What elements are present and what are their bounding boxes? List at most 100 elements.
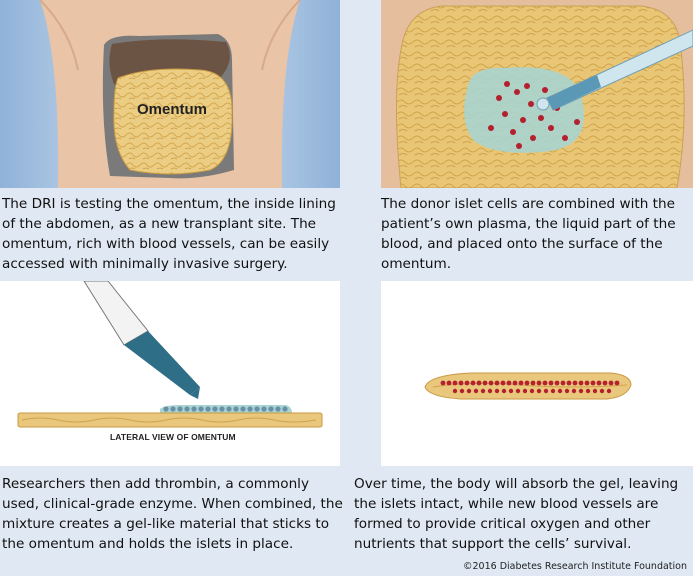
islet-cell-dot [562, 135, 568, 141]
islet-cell-dot [163, 406, 169, 412]
caption-line: The DRI is testing the omentum, the insi… [2, 196, 336, 212]
islet-cell-dot [548, 380, 554, 386]
islet-cell-dot [494, 388, 500, 394]
islet-cell-dot [557, 388, 563, 394]
islet-cell-dot [458, 380, 464, 386]
islet-cell-dot [548, 125, 554, 131]
caption-line: omentum. [381, 256, 452, 272]
islet-cell-dot [585, 388, 591, 394]
islet-cell-dot [282, 406, 288, 412]
islet-cell-dot [446, 380, 452, 386]
islet-cell-dot [516, 143, 522, 149]
islet-cell-dot [496, 95, 502, 101]
panel-absorbed-gel-illustration [381, 281, 693, 466]
caption-panel-1: The DRI is testing the omentum, the insi… [2, 194, 336, 274]
lateral-view-label: LATERAL VIEW OF OMENTUM [110, 432, 236, 442]
caption-line: omentum, rich with blood vessels, can be… [2, 236, 330, 252]
islet-cell-dot [584, 380, 590, 386]
islet-cell-dot [452, 388, 458, 394]
caption-line: formed to provide critical oxygen and ot… [354, 516, 651, 532]
islet-cell-dot [219, 406, 225, 412]
islet-cell-dot [602, 380, 608, 386]
islet-cell-dot [473, 388, 479, 394]
islet-cell-dot [512, 380, 518, 386]
islet-cell-dot [464, 380, 470, 386]
islet-cell-dot [524, 380, 530, 386]
caption-line: Over time, the body will absorb the gel,… [354, 476, 679, 492]
islet-cell-dot [554, 380, 560, 386]
caption-panel-4: Over time, the body will absorb the gel,… [354, 474, 678, 554]
islet-cell-dot [177, 406, 183, 412]
islet-cell-dot [590, 380, 596, 386]
islet-cell-dot [524, 83, 530, 89]
islet-cell-dot [488, 125, 494, 131]
islet-cell-dot [510, 129, 516, 135]
islet-cell-dot [528, 101, 534, 107]
islet-cell-dot [233, 406, 239, 412]
caption-line: Researchers then add thrombin, a commonl… [2, 476, 310, 492]
islet-cell-dot [522, 388, 528, 394]
islet-cell-dot [205, 406, 211, 412]
islet-cell-dot [487, 388, 493, 394]
islet-cell-dot [596, 380, 602, 386]
islet-cell-dot [508, 388, 514, 394]
islet-cell-dot [606, 388, 612, 394]
islet-cell-dot [514, 89, 520, 95]
islet-cell-dot [578, 380, 584, 386]
islet-cell-dot [470, 380, 476, 386]
caption-line: nutrients that support the cells’ surviv… [354, 536, 632, 552]
islet-cell-dot [452, 380, 458, 386]
islet-cell-dot [560, 380, 566, 386]
thrombin-pipette-icon [83, 281, 200, 399]
islet-cell-dot [184, 406, 190, 412]
islet-cell-dot [482, 380, 488, 386]
islet-cell-dot [599, 388, 605, 394]
caption-line: of the abdomen, as a new transplant site… [2, 216, 317, 232]
caption-line: mixture creates a gel-like material that… [2, 516, 330, 532]
panel-islet-placement-illustration [381, 0, 693, 188]
islet-cell-dot [459, 388, 465, 394]
caption-line: blood, and placed onto the surface of th… [381, 236, 663, 252]
islet-cell-dot [494, 380, 500, 386]
islet-cell-dot [170, 406, 176, 412]
copyright-notice: ©2016 Diabetes Research Institute Founda… [463, 561, 687, 572]
panel-lateral-view-illustration [0, 281, 340, 466]
islet-cell-dot [440, 380, 446, 386]
islet-cells [163, 406, 288, 412]
islet-cell-dot [564, 388, 570, 394]
caption-line: accessed with minimally invasive surgery… [2, 256, 288, 272]
caption-line: patient’s own plasma, the liquid part of… [381, 216, 676, 232]
islet-cell-dot [261, 406, 267, 412]
islet-cell-dot [518, 380, 524, 386]
islet-cell-dot [529, 388, 535, 394]
islet-cell-dot [608, 380, 614, 386]
islet-cell-dot [212, 406, 218, 412]
islet-cell-dot [515, 388, 521, 394]
caption-line: used, clinical-grade enzyme. When combin… [2, 496, 343, 512]
islet-cell-dot [542, 380, 548, 386]
islet-cell-dot [536, 380, 542, 386]
omentum-label: Omentum [137, 101, 208, 118]
islet-cell-dot [268, 406, 274, 412]
islet-cell-dot [476, 380, 482, 386]
caption-line: The donor islet cells are combined with … [381, 196, 675, 212]
caption-panel-3: Researchers then add thrombin, a commonl… [2, 474, 343, 554]
islet-cell-dot [538, 115, 544, 121]
islet-cell-dot [574, 119, 580, 125]
islet-cell-dot [504, 81, 510, 87]
islet-cell-dot [550, 388, 556, 394]
pipette-icon [536, 29, 693, 111]
islet-cell-dot [240, 406, 246, 412]
islet-cell-dot [198, 406, 204, 412]
islet-cell-dot [501, 388, 507, 394]
islet-cell-dot [520, 117, 526, 123]
islet-cell-dot [500, 380, 506, 386]
islet-cell-dot [226, 406, 232, 412]
islet-cell-dot [572, 380, 578, 386]
caption-line: the islets intact, while new blood vesse… [354, 496, 659, 512]
islet-cell-dot [275, 406, 281, 412]
islet-cell-dot [247, 406, 253, 412]
islet-cell-dot [506, 380, 512, 386]
islet-cell-dot [566, 380, 572, 386]
islet-cell-dot [542, 87, 548, 93]
